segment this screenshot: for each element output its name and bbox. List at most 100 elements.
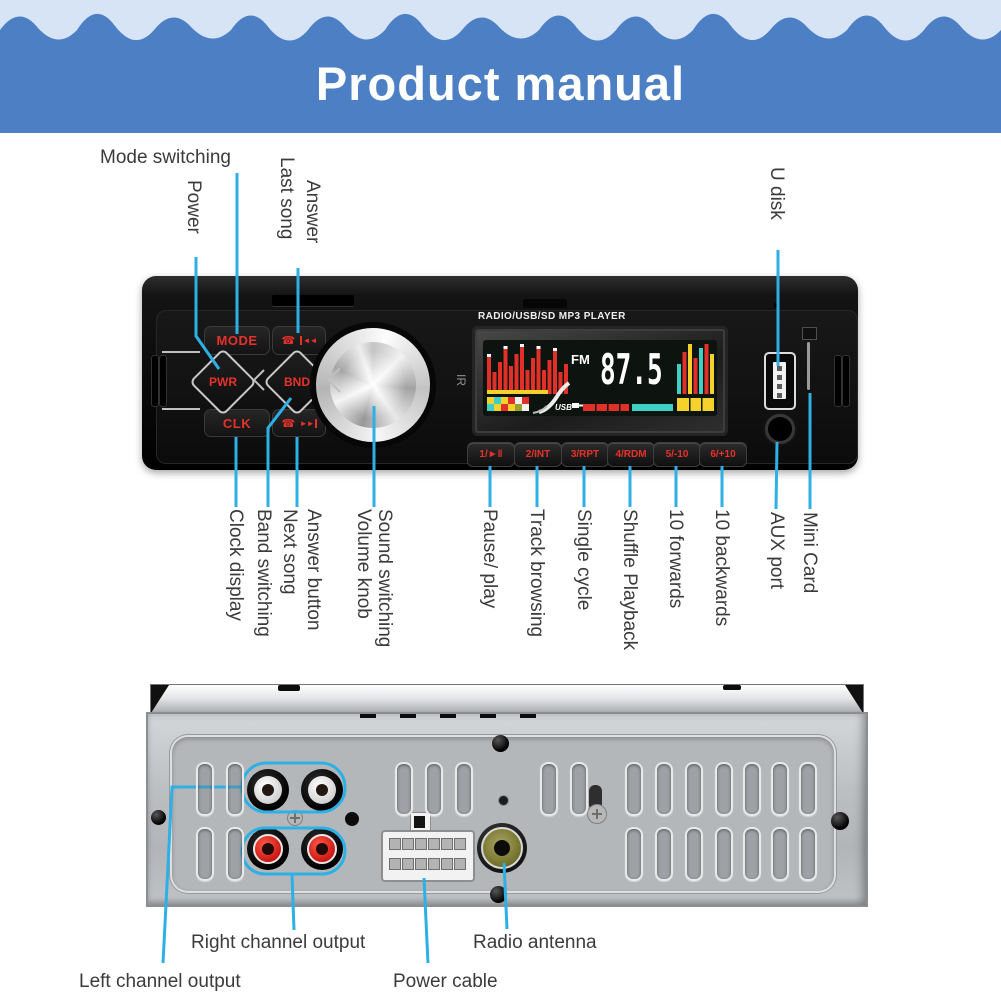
previous-track-icon: ◄◄ — [299, 336, 318, 345]
panel-hole — [498, 795, 509, 806]
vent-slot — [540, 762, 558, 816]
rear-corner-left — [151, 685, 169, 713]
callout-single-cycle: Single cycle — [573, 509, 594, 611]
volume-knob — [330, 342, 416, 428]
vent-slot — [771, 827, 789, 881]
header-wave — [0, 0, 1001, 133]
usb-tongue — [773, 362, 786, 399]
connector-pin — [454, 858, 466, 870]
vent-slot — [771, 762, 789, 816]
screw — [490, 886, 507, 903]
panel-hole — [345, 812, 359, 826]
clk-button-label: CLK — [222, 415, 252, 431]
connector-pin — [415, 858, 427, 870]
left-bracket-ridge — [159, 355, 167, 407]
vent-slot — [655, 827, 673, 881]
vent-slot — [425, 762, 443, 816]
connector-pin — [441, 838, 453, 850]
sd-card-slot — [807, 342, 810, 390]
antenna-stud — [831, 812, 849, 830]
callout-power-cable: Power cable — [393, 971, 498, 992]
lcd-checker — [487, 397, 529, 411]
callout-answer-button: Answer button — [303, 509, 324, 631]
vent-slot — [743, 827, 761, 881]
vent-slot — [685, 827, 703, 881]
vent-slot — [685, 762, 703, 816]
screw — [151, 810, 166, 825]
next-track-icon: ►► — [300, 418, 317, 428]
lcd-display: FM 87.5 USB — [483, 340, 717, 416]
lcd-graphics: FM 87.5 USB — [487, 344, 714, 414]
seam-dash — [520, 714, 536, 718]
phone-icon: ☎ — [281, 335, 296, 347]
antenna-jack — [477, 823, 527, 873]
display-brand-text: RADIO/USB/SD MP3 PLAYER — [478, 311, 626, 322]
vent-slot — [799, 827, 817, 881]
vent-slot — [395, 762, 413, 816]
preset-button-6: 6/+10 — [699, 442, 747, 467]
lcd-swoosh — [538, 381, 571, 414]
vent-slot — [625, 827, 643, 881]
callout-answer: Answer — [302, 180, 323, 244]
left-bracket-ridge — [151, 355, 159, 407]
rca-red-right — [301, 828, 343, 870]
connector-pin — [389, 858, 401, 870]
callout-last-song: Last song — [276, 157, 297, 240]
connector-pin — [389, 838, 401, 850]
usb-plug-icon — [572, 403, 583, 408]
callout-10-forwards: 10 forwards — [665, 509, 686, 609]
callout-u-disk: U disk — [766, 167, 787, 220]
rear-tab — [278, 685, 300, 691]
connector-pin — [415, 838, 427, 850]
usb-port — [764, 352, 796, 410]
vent-slot — [715, 762, 733, 816]
vent-slot — [570, 762, 588, 816]
callout-track-browsing: Track browsing — [526, 509, 547, 638]
pwr-button-label: PWR — [209, 375, 237, 389]
lcd-swoosh-2 — [532, 405, 548, 414]
preset-button-2: 2/INT — [514, 442, 562, 467]
seam-dash — [440, 714, 456, 718]
ir-sensor-label: IR — [454, 374, 468, 386]
vent-slot — [196, 827, 214, 881]
callout-band-switching: Band switching — [253, 509, 274, 637]
vent-slot — [715, 827, 733, 881]
front-top-slot — [272, 295, 354, 307]
mode-button-label: MODE — [216, 333, 258, 348]
preset-button-1: 1/►‖ — [467, 442, 515, 467]
lcd-red-bar — [583, 404, 629, 411]
front-top-slot-small — [523, 299, 567, 308]
vent-slot — [655, 762, 673, 816]
seam-dash — [400, 714, 416, 718]
seam-dash — [360, 714, 376, 718]
page-title: Product manual — [315, 57, 686, 110]
callout-clock-display: Clock display — [225, 509, 246, 621]
aux-jack — [765, 414, 795, 444]
mic-hole — [774, 303, 779, 308]
connector-pin — [428, 838, 440, 850]
rca-white-right — [301, 769, 343, 811]
phillips-screw — [287, 810, 303, 826]
rear-top-bar — [150, 684, 864, 716]
callout-right-channel: Right channel output — [191, 932, 366, 953]
lcd-spectrum-peaks — [487, 344, 557, 357]
vent-slot — [625, 762, 643, 816]
vent-slot — [743, 762, 761, 816]
connector-pin — [402, 858, 414, 870]
callout-mode-switching: Mode switching — [100, 147, 231, 168]
phone-icon: ☎ — [281, 417, 296, 430]
vent-slot — [196, 762, 214, 816]
callout-left-channel: Left channel output — [79, 971, 241, 992]
usb-indicator: USB — [555, 403, 572, 412]
sd-slot-notch — [802, 327, 817, 340]
seam-dash — [480, 714, 496, 718]
mode-button: MODE — [204, 326, 270, 355]
callout-pause-play: Pause/ play — [479, 509, 500, 609]
vent-slot — [455, 762, 473, 816]
vent-slot — [226, 827, 244, 881]
clk-button: CLK — [204, 409, 270, 437]
rear-corner-right — [845, 685, 863, 713]
rca-red-left — [247, 828, 289, 870]
rca-white-left — [247, 769, 289, 811]
